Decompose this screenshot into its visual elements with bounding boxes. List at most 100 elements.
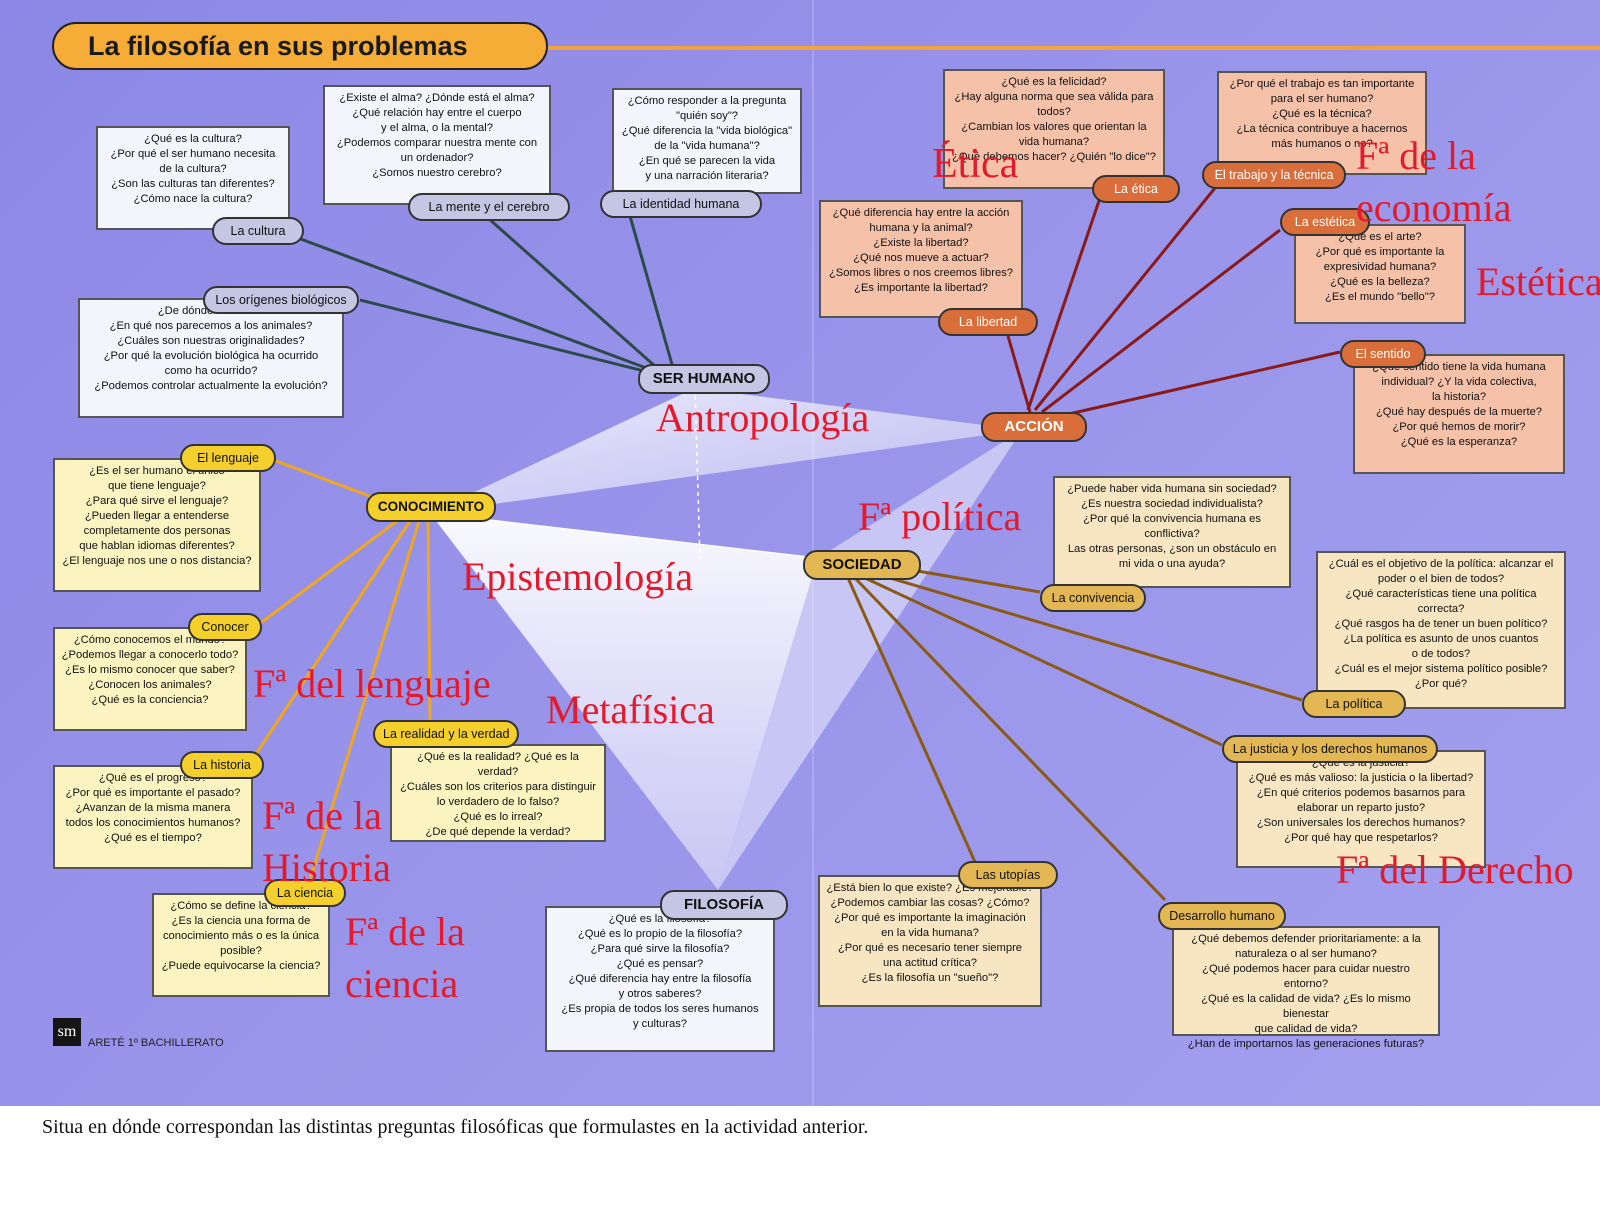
question-line: ¿Qué es lo irreal? xyxy=(453,811,543,823)
question-line: ¿Qué relación hay entre el cuerpo xyxy=(352,107,522,119)
question-line: ¿Existe la libertad? xyxy=(873,237,969,249)
hub-filosofia: FILOSOFÍA xyxy=(660,890,788,920)
question-line: ¿Qué diferencia la "vida biológica" xyxy=(621,125,793,137)
questions-etica: ¿Qué es la felicidad?¿Hay alguna norma q… xyxy=(943,69,1165,189)
question-line: ¿Qué es el progreso? xyxy=(98,772,208,784)
question-line: lo verdadero de lo falso? xyxy=(436,796,560,808)
question-line: ¿Conocen los animales? xyxy=(88,679,212,691)
question-line: ¿Qué es la realidad? ¿Qué es la verdad? xyxy=(417,751,579,778)
question-line: ¿Cuál es el objetivo de la política: alc… xyxy=(1328,558,1554,570)
question-line: más humanos o no? xyxy=(1271,138,1373,150)
topic-origenes: Los orígenes biológicos xyxy=(203,286,359,314)
question-line: ¿Por qué la convivencia humana es xyxy=(1083,513,1261,525)
question-line: ¿Qué diferencia hay entre la acción xyxy=(832,207,1010,219)
questions-utopias: ¿Está bien lo que existe? ¿Es mejorable?… xyxy=(818,875,1042,1007)
questions-mente: ¿Existe el alma? ¿Dónde está el alma?¿Qu… xyxy=(323,85,551,205)
question-line: todos? xyxy=(1037,106,1071,118)
question-line: y el alma, o la mental? xyxy=(381,122,493,134)
connector-ciencia xyxy=(308,517,422,881)
connector-desarrollo xyxy=(853,576,1167,902)
question-line: para el ser humano? xyxy=(1270,93,1374,105)
question-line: ¿Por qué hay que respetarlos? xyxy=(1284,832,1438,844)
questions-libertad: ¿Qué diferencia hay entre la acción human… xyxy=(819,200,1023,318)
question-line: la historia? xyxy=(1431,391,1487,403)
annotation-ciencia: Fª de la ciencia xyxy=(345,909,465,1006)
question-line: posible? xyxy=(220,945,262,957)
question-line: un ordenador? xyxy=(400,152,474,164)
annotation-etica: Ética xyxy=(932,141,1019,187)
question-line: ¿Es el mundo "bello"? xyxy=(1325,291,1435,303)
question-line: naturaleza o al ser humano? xyxy=(1235,948,1377,960)
questions-estetica: ¿Qué es el arte?¿Por qué es importante l… xyxy=(1294,224,1466,324)
question-line: ¿Para qué sirve la filosofía? xyxy=(590,943,730,955)
question-line: ¿En qué criterios podemos basarnos para xyxy=(1256,787,1466,799)
question-line: ¿Qué es la conciencia? xyxy=(91,694,209,706)
topic-conocer: Conocer xyxy=(188,613,262,641)
annotation-antropologia: Antropología xyxy=(656,395,870,440)
questions-identidad: ¿Cómo responder a la pregunta"quién soy"… xyxy=(612,88,802,194)
question-line: ¿Cuáles son los criterios para distingui… xyxy=(400,781,596,793)
question-line: ¿Qué debemos defender prioritariamente: … xyxy=(1191,933,1421,945)
question-line: y una narración literaria? xyxy=(645,170,769,182)
question-line: ¿Cómo responder a la pregunta xyxy=(627,95,787,107)
series-label: ARETÉ 1º BACHILLERATO xyxy=(88,1037,224,1049)
question-line: ¿Qué rasgos ha de tener un buen político… xyxy=(1334,618,1548,630)
connector-libertad xyxy=(1006,335,1032,413)
question-line: una actitud crítica? xyxy=(883,957,977,969)
question-line: ¿Cambian los valores que orientan la xyxy=(961,121,1147,133)
question-line: ¿Qué es más valioso: la justicia o la li… xyxy=(1248,772,1474,784)
question-line: ¿Qué es la belleza? xyxy=(1330,276,1430,288)
topic-historia: La historia xyxy=(180,751,264,779)
annotation-epistemologia: Epistemología xyxy=(462,554,694,599)
connector-layer xyxy=(250,187,1341,902)
question-line: que hablan idiomas diferentes? xyxy=(79,540,235,552)
publisher-logo: sm xyxy=(53,1018,81,1046)
question-line: conflictiva? xyxy=(1144,528,1200,540)
pyramid-right-face xyxy=(718,430,1022,890)
question-line: ¿Son las culturas tan diferentes? xyxy=(111,178,275,190)
question-line: ¿Qué es la cultura? xyxy=(144,133,242,145)
annotation-politica: Fª política xyxy=(858,494,1022,539)
question-line: ¿En qué nos parecemos a los animales? xyxy=(109,320,313,332)
question-line: ¿Somos libres o nos creemos libres? xyxy=(828,267,1014,279)
connector-mente xyxy=(487,216,666,377)
question-line: ¿La técnica contribuye a hacernos xyxy=(1236,123,1408,135)
question-line: ¿Qué es el tiempo? xyxy=(104,832,202,844)
questions-historia: ¿Qué es el progreso?¿Por qué es importan… xyxy=(53,765,253,869)
question-line: ¿Es importante la libertad? xyxy=(854,282,988,294)
topic-trabajo: El trabajo y la técnica xyxy=(1202,161,1346,189)
page-title: La filosofía en sus problemas xyxy=(52,22,548,70)
annotation-lenguaje: Fª del lenguaje xyxy=(253,661,491,706)
topic-justicia: La justicia y los derechos humanos xyxy=(1222,735,1438,763)
connector-historia xyxy=(250,517,414,761)
question-line: humana y la animal? xyxy=(869,222,973,234)
question-line: mi vida o una ayuda? xyxy=(1118,558,1226,570)
topic-convivencia: La convivencia xyxy=(1040,584,1146,612)
question-line: ¿Por qué la evolución biológica ha ocurr… xyxy=(103,350,319,362)
question-line: ¿En qué se parecen la vida xyxy=(638,155,776,167)
connector-identidad xyxy=(628,215,677,376)
connector-convivencia xyxy=(899,566,1041,594)
question-line: Las otras personas, ¿son un obstáculo en xyxy=(1067,543,1277,555)
question-line: ¿Por qué es importante la xyxy=(1315,246,1445,258)
annotation-historia: Fª de la Historia xyxy=(262,793,391,890)
question-line: ¿Qué es pensar? xyxy=(616,958,704,970)
question-line: ¿Cuál es el mejor sistema político posib… xyxy=(1334,663,1548,675)
question-line: expresividad humana? xyxy=(1323,261,1437,273)
annotation-estetica: Estética xyxy=(1476,259,1600,304)
question-line: ¿Han de importarnos las generaciones fut… xyxy=(1187,1038,1425,1050)
topic-libertad: La libertad xyxy=(938,308,1038,336)
question-line: ¿De qué depende la verdad? xyxy=(425,826,571,838)
questions-desarrollo: ¿Qué debemos defender prioritariamente: … xyxy=(1172,926,1440,1050)
question-line: ¿Qué es la felicidad? xyxy=(1001,76,1107,88)
questions-conocer: ¿Cómo conocemos el mundo?¿Podemos llegar… xyxy=(53,627,247,731)
question-line: ¿Es propia de todos los seres humanos xyxy=(561,1003,759,1015)
question-line: ¿Qué es la técnica? xyxy=(1272,108,1372,120)
connector-realidad xyxy=(426,517,432,725)
connector-cultura xyxy=(297,236,666,377)
question-line: que tiene lenguaje? xyxy=(108,480,206,492)
hub-sociedad: SOCIEDAD xyxy=(803,550,921,580)
question-line: ¿Podemos llegar a conocerlo todo? xyxy=(61,649,239,661)
